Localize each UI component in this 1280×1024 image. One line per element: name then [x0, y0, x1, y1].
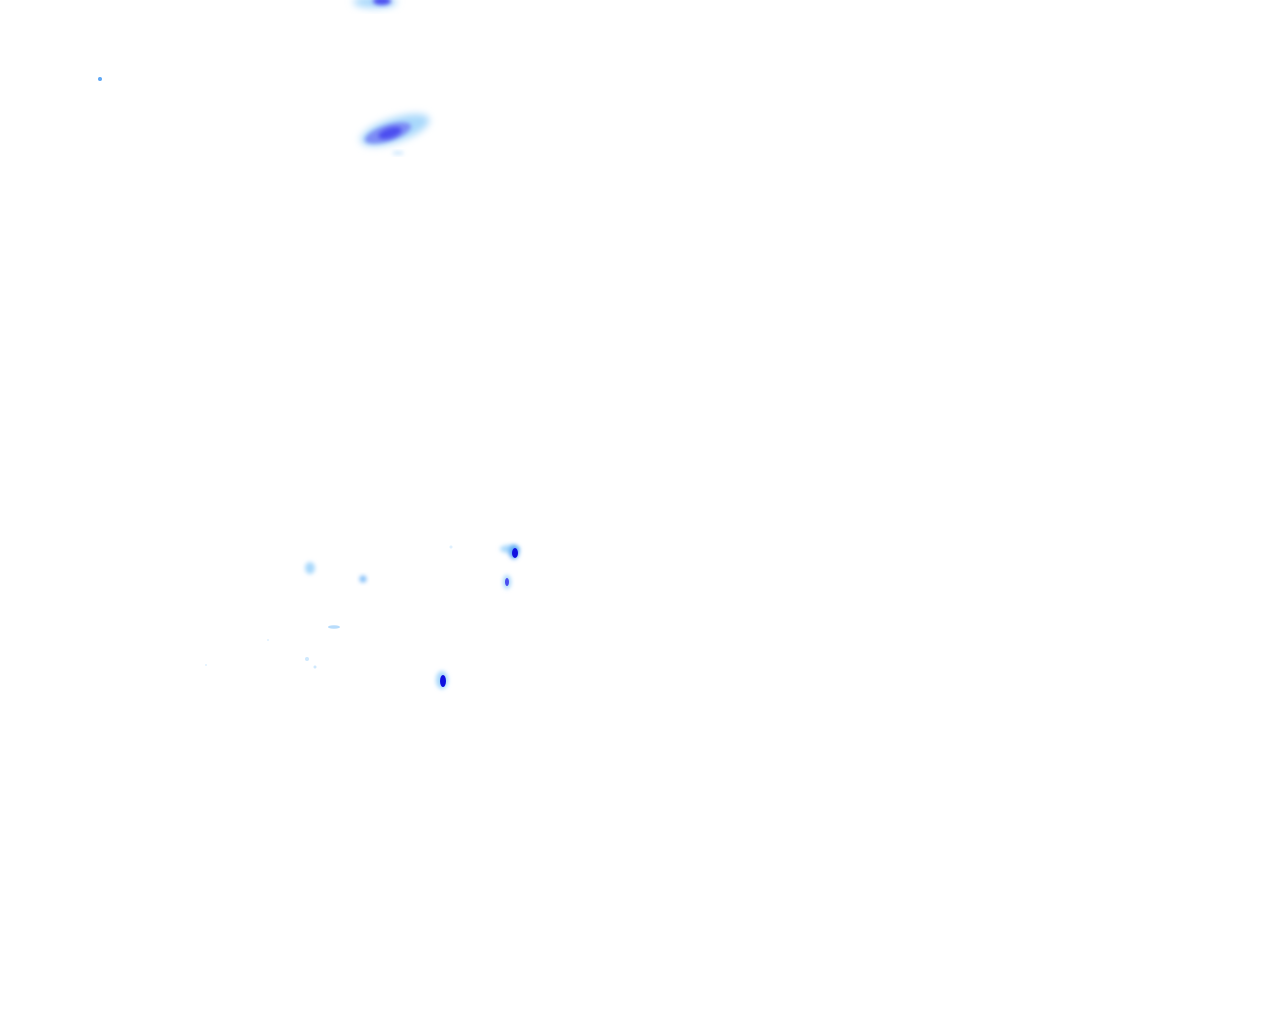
cell-south	[436, 671, 448, 689]
cell-east-upper	[500, 545, 520, 559]
cell-east-middle	[503, 575, 511, 589]
speck-small-2	[205, 639, 269, 666]
speck-far-west	[98, 77, 102, 81]
cell-top	[353, 0, 397, 8]
speck-small-1	[305, 545, 453, 669]
speck-central	[359, 575, 367, 583]
speck-streak	[328, 625, 340, 629]
cell-northwest-band	[360, 114, 430, 155]
speck-west-hook	[305, 562, 315, 574]
